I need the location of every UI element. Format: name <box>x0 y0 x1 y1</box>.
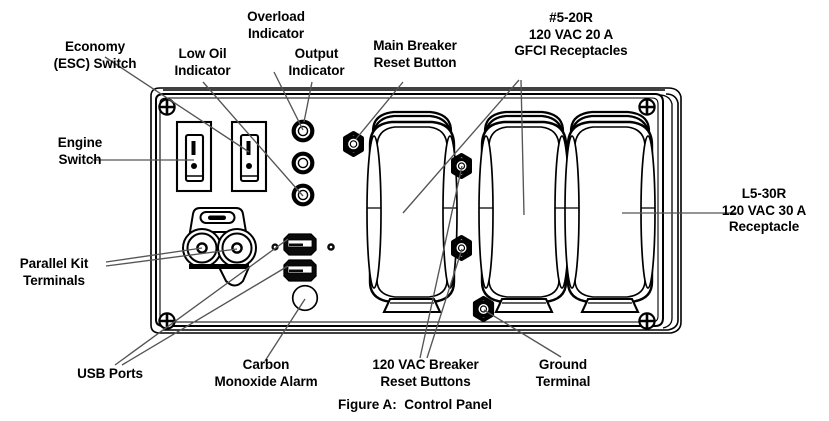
leader-overload <box>273 71 304 131</box>
label-parallel-kit-terminals: Parallel Kit Terminals <box>19 256 89 288</box>
figure-caption: Figure A: Control Panel <box>337 397 492 412</box>
leader-breaker-a <box>419 165 463 359</box>
twistlock-receptacle-right[interactable] <box>564 110 656 314</box>
output-indicator-led <box>291 119 315 143</box>
label-gfci-receptacles: #5-20R 120 VAC 20 A GFCI Receptacles <box>514 10 628 58</box>
label-economy-esc-switch: Economy (ESC) Switch <box>53 39 137 71</box>
leader-parallel-a <box>105 247 203 263</box>
leader-gfci-a <box>402 79 520 214</box>
usb-port-lower[interactable] <box>283 259 317 282</box>
breaker-reset-lower[interactable] <box>451 235 472 261</box>
economy-esc-switch[interactable] <box>175 120 213 193</box>
engine-switch[interactable] <box>230 120 268 193</box>
leader-parallel-b <box>105 248 238 267</box>
leader-ground <box>483 309 562 358</box>
label-carbon-monoxide-alarm: Carbon Monoxide Alarm <box>214 357 318 389</box>
screw-bottom-right <box>638 312 656 330</box>
leader-economy-switch <box>104 56 250 153</box>
screw-top-left <box>158 98 176 116</box>
carbon-monoxide-alarm-sensor <box>291 284 319 312</box>
label-ground-terminal: Ground Terminal <box>535 357 591 389</box>
screw-top-right <box>638 98 656 116</box>
leader-main-breaker <box>355 81 404 140</box>
parallel-kit-terminals[interactable] <box>182 207 257 287</box>
leader-output <box>303 81 313 123</box>
label-output-indicator: Output Indicator <box>288 46 345 78</box>
label-overload-indicator: Overload Indicator <box>247 9 305 41</box>
label-l5-30r-receptacle: L5-30R 120 VAC 30 A Receptacle <box>721 186 807 234</box>
usb-panel-screw-right-center <box>329 245 333 249</box>
main-breaker-reset-button[interactable] <box>343 131 364 157</box>
leader-lines <box>92 56 737 366</box>
label-engine-switch: Engine Switch <box>57 135 103 167</box>
label-breaker-reset-buttons: 120 VAC Breaker Reset Buttons <box>372 357 479 389</box>
label-usb-ports: USB Ports <box>77 366 143 381</box>
usb-port-upper[interactable] <box>283 233 317 256</box>
leader-usb-b <box>121 265 289 366</box>
gfci-receptacle-left[interactable] <box>366 110 458 314</box>
leader-low-oil <box>202 81 304 197</box>
ground-terminal-stud[interactable] <box>472 295 495 323</box>
leader-co-alarm <box>264 298 306 362</box>
label-low-oil-indicator: Low Oil Indicator <box>174 46 231 78</box>
leader-usb-a <box>114 238 289 366</box>
leader-gfci-b <box>520 79 525 216</box>
label-main-breaker-reset-button: Main Breaker Reset Button <box>373 38 457 70</box>
leader-breaker-b <box>426 248 463 359</box>
overload-indicator-led <box>291 151 315 175</box>
